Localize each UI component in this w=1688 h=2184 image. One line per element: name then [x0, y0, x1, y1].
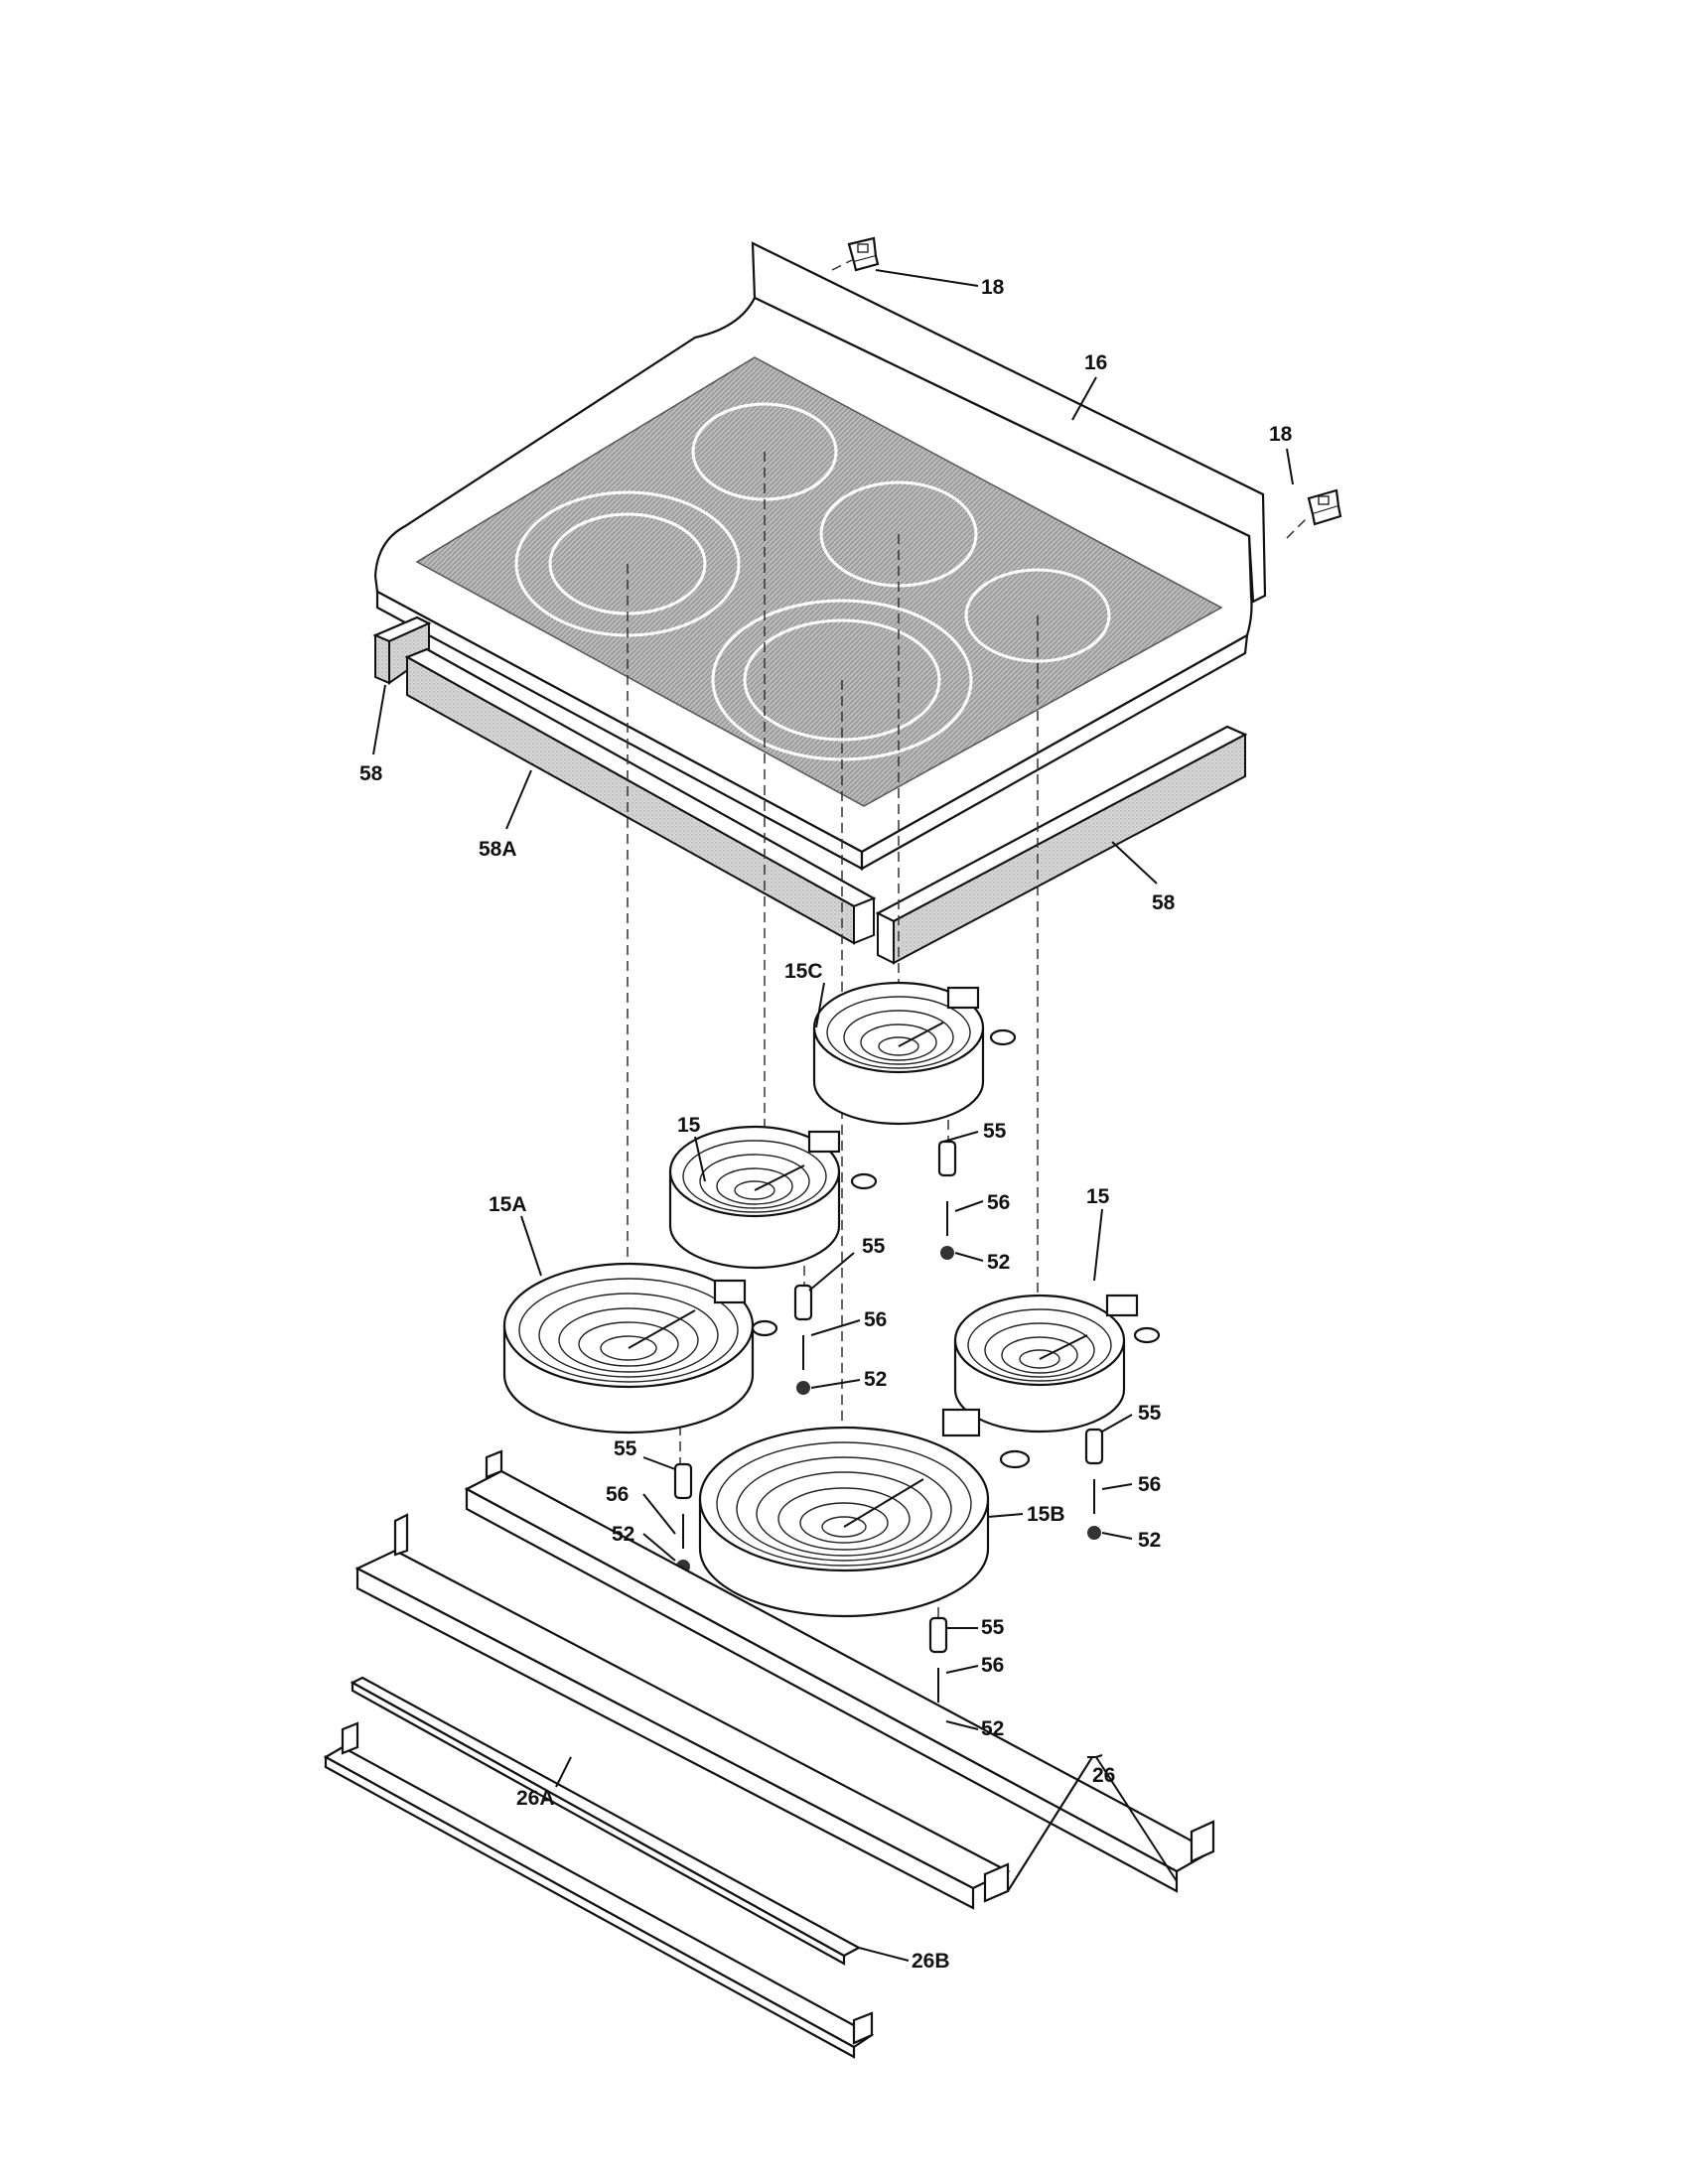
callout-55-d: 55 [614, 1437, 637, 1460]
callout-15c: 15C [784, 960, 823, 983]
callout-55-b: 55 [862, 1235, 886, 1258]
support-rail-26-back [464, 1449, 1215, 1893]
fastener-set-a [937, 1140, 957, 1260]
callout-58-right: 58 [1152, 891, 1176, 914]
heating-element-15c [812, 981, 1017, 1126]
callout-15-right: 15 [1086, 1185, 1110, 1208]
heating-element-15b [698, 1408, 1031, 1618]
cooktop-glass [415, 356, 1223, 807]
callout-15b: 15B [1027, 1503, 1065, 1526]
heating-element-15a [502, 1262, 778, 1434]
callout-56-c: 56 [1138, 1473, 1161, 1496]
support-rail-26-front [354, 1513, 1011, 1910]
bracket-18-right [1286, 488, 1342, 539]
callout-15-mid: 15 [677, 1114, 701, 1137]
callout-55-c: 55 [1138, 1402, 1162, 1425]
callout-52-a: 52 [987, 1251, 1010, 1274]
callout-55-a: 55 [983, 1120, 1007, 1143]
leader-lines [372, 269, 1294, 1962]
insulation-strip-58a [404, 647, 877, 945]
callout-52-d: 52 [612, 1523, 634, 1546]
callout-58a: 58A [479, 838, 517, 861]
callout-52-c: 52 [1138, 1529, 1161, 1552]
callout-26: 26 [1092, 1764, 1115, 1787]
callout-56-a: 56 [987, 1191, 1010, 1214]
fastener-set-c [673, 1462, 693, 1573]
bracket-18-left [831, 236, 880, 272]
callout-26b: 26B [912, 1950, 950, 1973]
callout-56-b: 56 [864, 1308, 887, 1331]
callout-56-d: 56 [606, 1483, 629, 1506]
callout-56-e: 56 [981, 1654, 1004, 1677]
heating-element-15-right [953, 1294, 1161, 1433]
callout-labels: 18 16 18 58 58A 58 15C 15 55 56 52 15A 5… [359, 276, 1293, 1973]
callout-18-right: 18 [1269, 423, 1293, 446]
callout-52-b: 52 [864, 1368, 887, 1391]
support-rail-26a [323, 1721, 875, 2059]
callout-15a: 15A [489, 1193, 527, 1216]
callout-26a: 26A [516, 1787, 555, 1810]
callout-18-top: 18 [981, 276, 1005, 299]
cooktop-assembly [373, 241, 1267, 871]
callout-52-e: 52 [981, 1717, 1004, 1740]
fastener-set-d [1084, 1428, 1104, 1540]
callout-58-left: 58 [359, 762, 383, 785]
insulation-strip-58-right [875, 725, 1248, 965]
fastener-set-b [793, 1284, 813, 1395]
callout-16: 16 [1084, 351, 1107, 374]
heating-element-15-mid [668, 1125, 878, 1270]
callout-55-e: 55 [981, 1616, 1005, 1639]
